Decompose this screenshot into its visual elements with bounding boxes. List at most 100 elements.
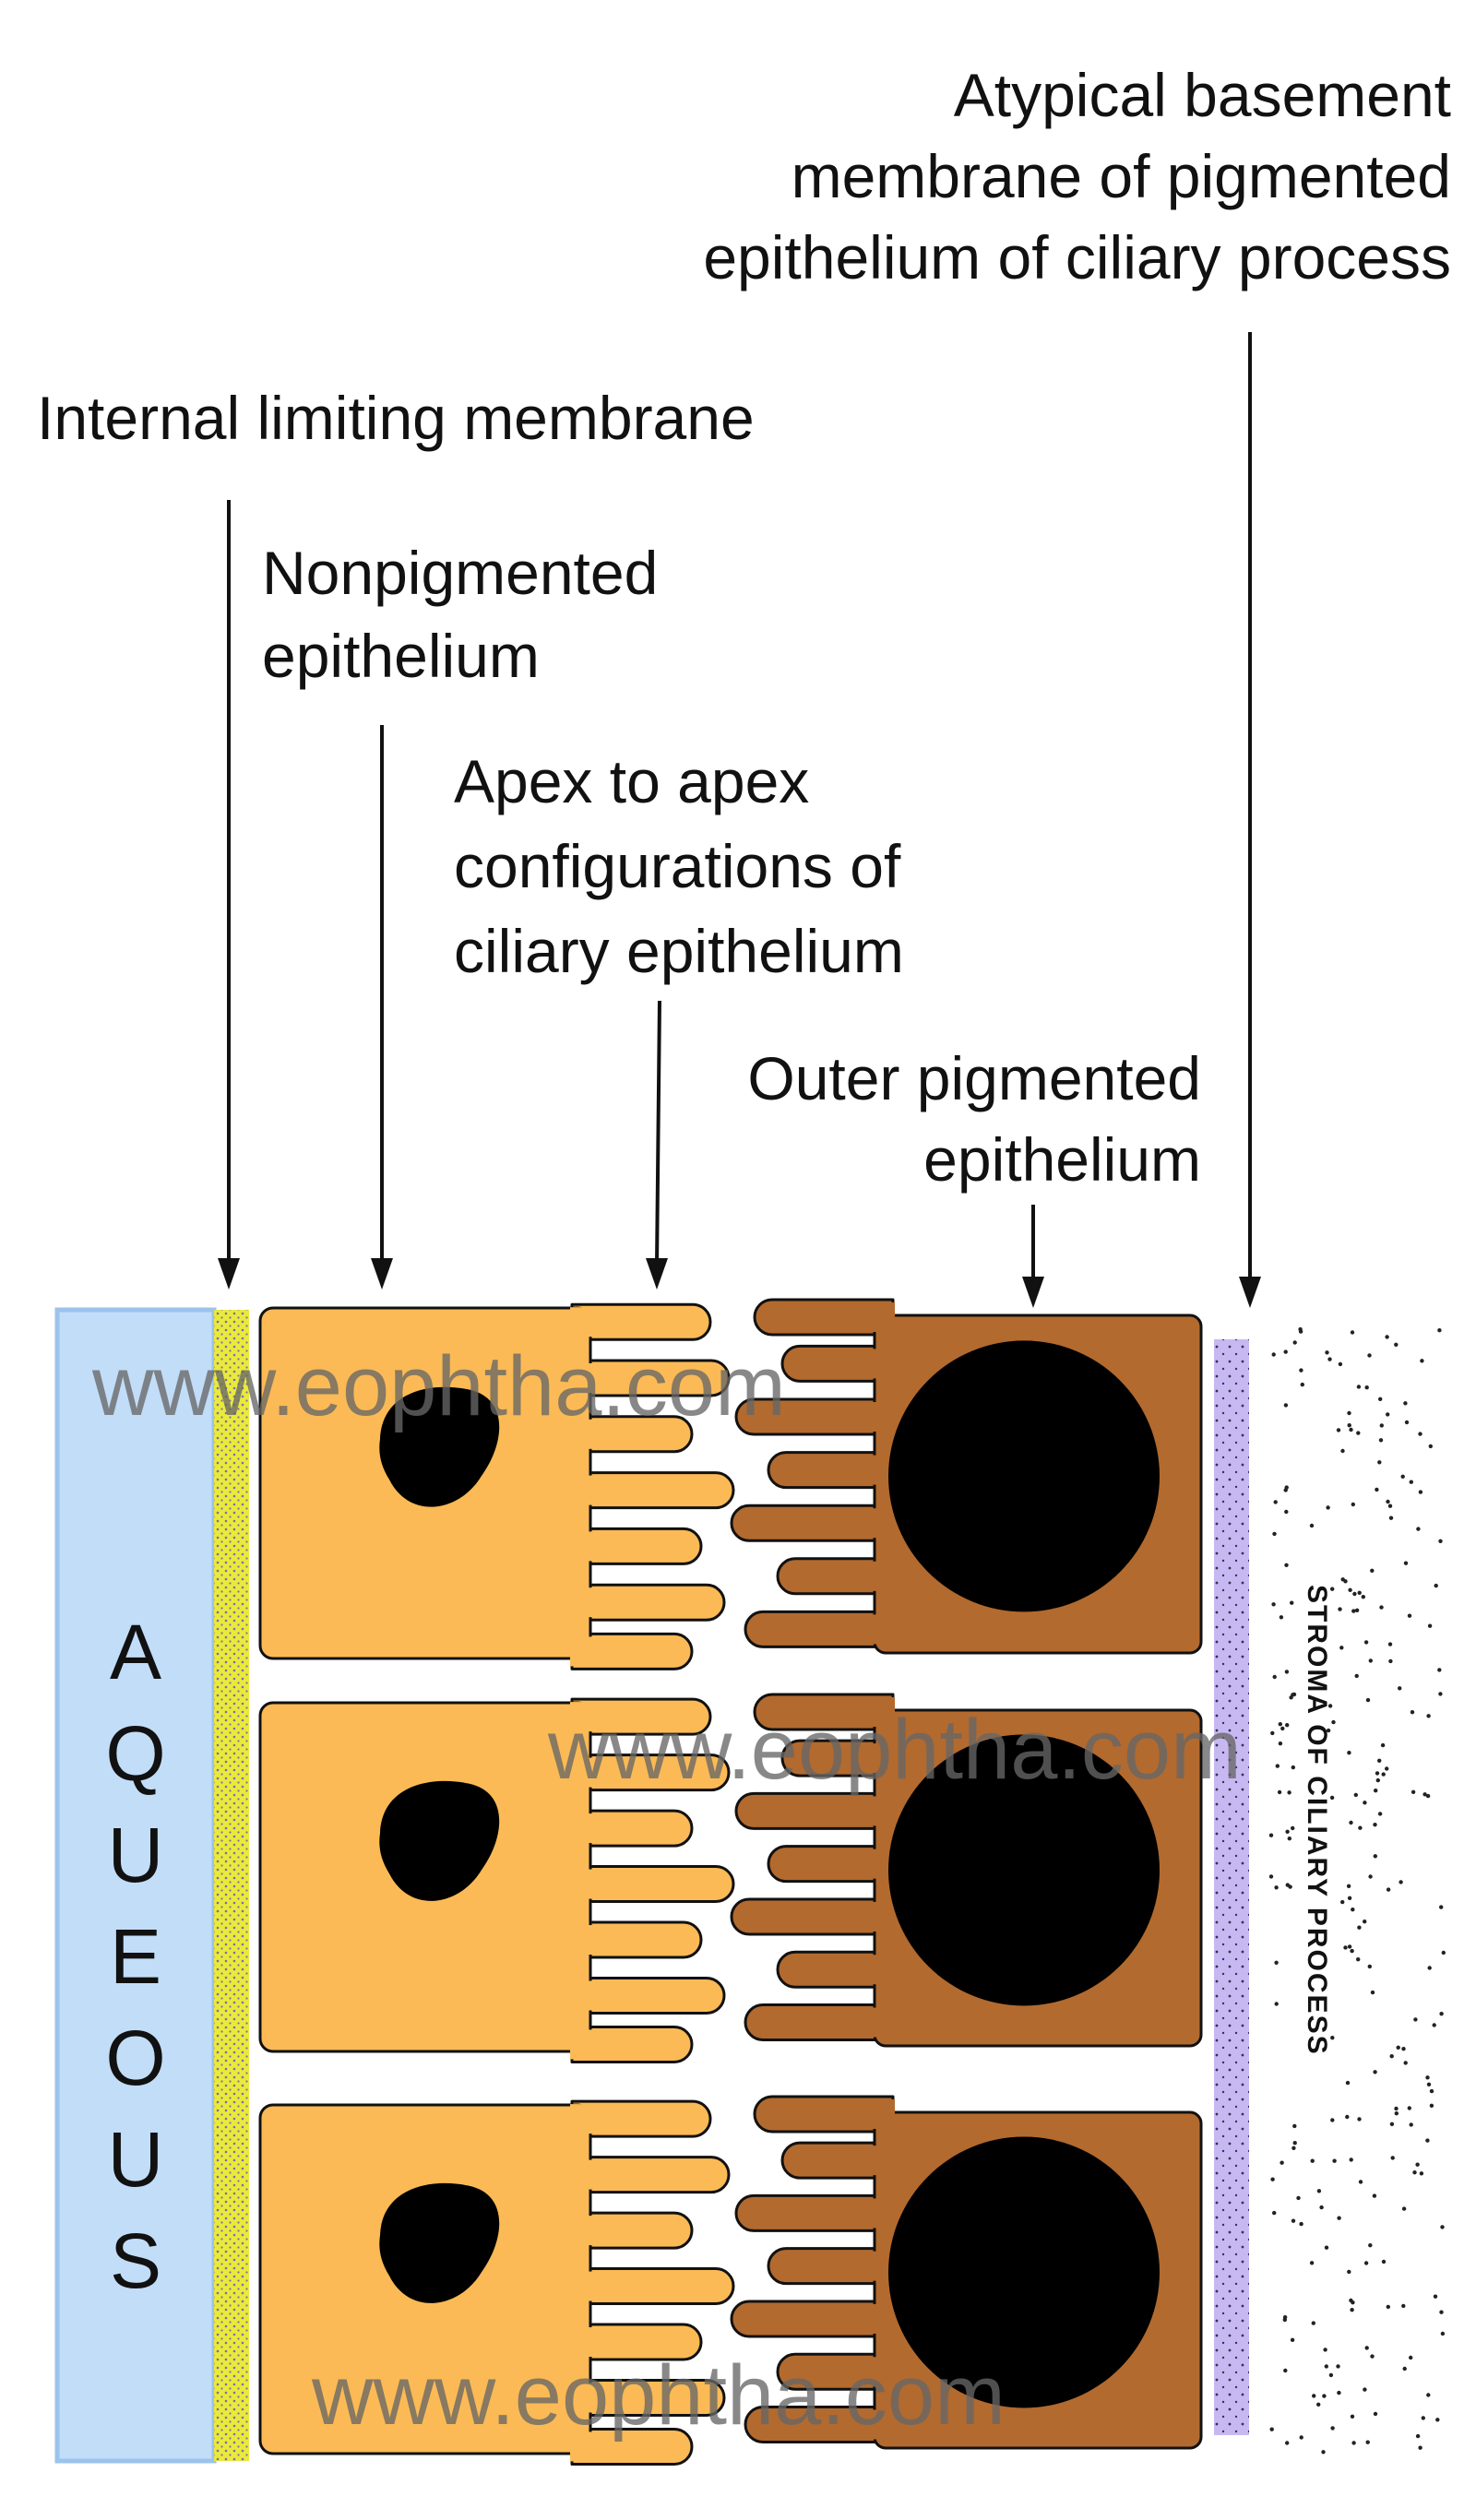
stroma-dot [1283, 1403, 1289, 1408]
label-line: ciliary epithelium [454, 917, 904, 985]
apical-process [570, 1415, 694, 1454]
stroma-dot [1338, 1607, 1342, 1611]
stroma-dot [1435, 2418, 1440, 2422]
pointer-arrow [1022, 1205, 1044, 1308]
stroma-dot [1368, 1658, 1374, 1663]
process-join [570, 2271, 594, 2301]
stroma-dot [1365, 1697, 1371, 1703]
stroma-dot [1347, 2269, 1351, 2275]
stroma-dot [1291, 2218, 1296, 2223]
stroma-dot [1274, 1885, 1279, 1890]
process-join [570, 1475, 594, 1505]
apical-process [730, 2300, 895, 2338]
stroma-dot [1379, 1605, 1384, 1610]
stroma-dot [1396, 2045, 1400, 2050]
apical-process [570, 2099, 712, 2138]
apical-process [767, 2247, 895, 2286]
stroma-dot [1270, 1730, 1275, 1736]
stroma-dot [1327, 1704, 1333, 1708]
stroma-dot [1345, 2114, 1350, 2120]
stroma-dot [1270, 2177, 1275, 2181]
stroma-dot [1351, 1609, 1356, 1613]
stroma-dot [1418, 1432, 1422, 1436]
label-nonpigmented-epithelium: Nonpigmented epithelium [262, 539, 658, 690]
stroma-dot [1419, 2171, 1424, 2176]
stroma-dot [1377, 1812, 1383, 1816]
stroma-dot [1338, 1361, 1343, 1367]
stroma-dot [1285, 1829, 1290, 1835]
apical-process [730, 1504, 895, 1542]
stroma-dot [1370, 2354, 1375, 2359]
stroma-dot [1299, 1368, 1303, 1373]
apical-process [734, 1791, 895, 1830]
apical-process [570, 2267, 735, 2306]
stroma-dot [1437, 1328, 1442, 1333]
process-join [570, 1419, 594, 1449]
apical-process [780, 2141, 895, 2180]
stroma-dot [1363, 1920, 1367, 1924]
label-line: epithelium of ciliary process [703, 223, 1451, 291]
stroma-dot [1347, 1944, 1352, 1949]
label-atypical-basement-membrane: Atypical basement membrane of pigmented … [703, 61, 1451, 291]
stroma-dot [1389, 2054, 1394, 2059]
apical-process [776, 1557, 895, 1596]
stroma-dot [1368, 1874, 1373, 1879]
stroma-dot [1372, 2193, 1377, 2198]
stroma-dot [1427, 1966, 1432, 1970]
stroma-dot [1439, 2012, 1444, 2016]
stroma-dot [1350, 1330, 1355, 1335]
stroma-dot [1277, 1789, 1282, 1795]
stroma-dot [1357, 1925, 1362, 1930]
stroma-dot [1407, 2106, 1412, 2110]
process-join [570, 1925, 594, 1955]
stroma-dot [1387, 1642, 1393, 1646]
process-join [570, 1813, 594, 1844]
stroma-dot [1354, 1608, 1360, 1613]
stroma-dot [1309, 2261, 1315, 2265]
process-join [570, 2327, 594, 2358]
stroma-dot [1409, 2355, 1413, 2360]
aqueous-letter: U [108, 1812, 164, 1898]
stroma-dot [1375, 1777, 1381, 1783]
stroma-dot [1421, 2416, 1426, 2420]
pointer-arrow [371, 725, 393, 1290]
process-join [871, 1349, 895, 1379]
label-line: Apex to apex [454, 747, 809, 815]
label-line: membrane of pigmented [792, 142, 1451, 210]
apical-process [570, 1471, 735, 1510]
stroma-dot [1377, 1460, 1382, 1465]
stroma-dot [1272, 2210, 1277, 2216]
stroma-dot [1375, 1487, 1379, 1492]
apical-process [570, 1632, 694, 1670]
stroma-dot [1292, 2123, 1297, 2129]
stroma-dot [1284, 1509, 1289, 1515]
stroma-dot [1347, 1896, 1352, 1900]
process-join [871, 2146, 895, 2176]
stroma-dot [1311, 2321, 1316, 2325]
stroma-dot [1363, 2387, 1367, 2392]
process-join [871, 1955, 895, 1985]
stroma-dot [1389, 2122, 1395, 2126]
label-internal-limiting-membrane: Internal limiting membrane [37, 384, 755, 452]
stroma-dot [1440, 2331, 1446, 2336]
label-line: epithelium [262, 622, 540, 690]
process-join [871, 1743, 895, 1774]
pigmented-epithelium-cell [730, 1298, 1203, 1655]
stroma-dot [1429, 2103, 1434, 2108]
stroma-dot [1349, 1427, 1353, 1432]
stroma-dot [1426, 2082, 1432, 2086]
stroma-dot [1273, 1500, 1278, 1504]
nonpigmented-epithelium-cell [258, 1302, 735, 1670]
aqueous-letter: A [110, 1609, 161, 1695]
process-join [871, 2357, 895, 2387]
stroma-dot [1330, 2036, 1335, 2040]
stroma-dot [1350, 2308, 1354, 2312]
stroma-dot [1346, 1884, 1351, 1889]
stroma-dot [1312, 2394, 1316, 2398]
stroma-dot [1340, 1448, 1345, 1454]
stroma-dot [1357, 2117, 1362, 2122]
stroma-dot [1299, 2221, 1303, 2227]
nucleus [888, 1734, 1160, 2006]
nucleus [379, 2182, 500, 2303]
aqueous-letter: O [105, 2015, 165, 2101]
